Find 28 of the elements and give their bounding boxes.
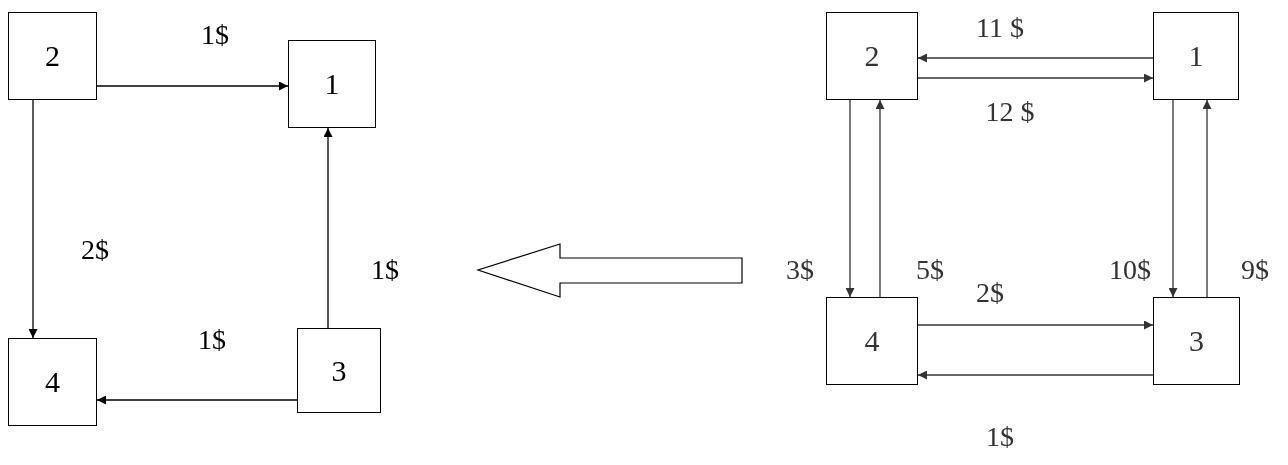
node-number: 1 (324, 67, 340, 101)
node-box (826, 297, 918, 385)
arrow (28, 99, 38, 339)
node-number: 4 (864, 324, 880, 358)
node-number: 1 (1188, 39, 1204, 73)
node-box (1153, 297, 1240, 385)
arrow (1168, 99, 1178, 298)
arrow (917, 53, 1154, 63)
arrow (917, 370, 1154, 380)
arrow (917, 320, 1154, 330)
node-box (8, 12, 97, 100)
arrow (875, 99, 885, 298)
node-box (297, 328, 381, 413)
node-number: 3 (1189, 324, 1204, 358)
node-box (288, 40, 376, 128)
node-box (8, 338, 97, 426)
node-box (1153, 12, 1239, 100)
node-number: 3 (331, 353, 347, 388)
node-number: 2 (45, 39, 60, 73)
node-box (826, 12, 918, 100)
arrow (1202, 99, 1212, 298)
arrow (96, 81, 289, 91)
node-number: 4 (45, 365, 60, 399)
arrow (96, 395, 298, 405)
arrow (845, 99, 855, 298)
arrow (323, 127, 333, 329)
arrow (917, 73, 1154, 83)
node-number: 2 (864, 39, 880, 73)
